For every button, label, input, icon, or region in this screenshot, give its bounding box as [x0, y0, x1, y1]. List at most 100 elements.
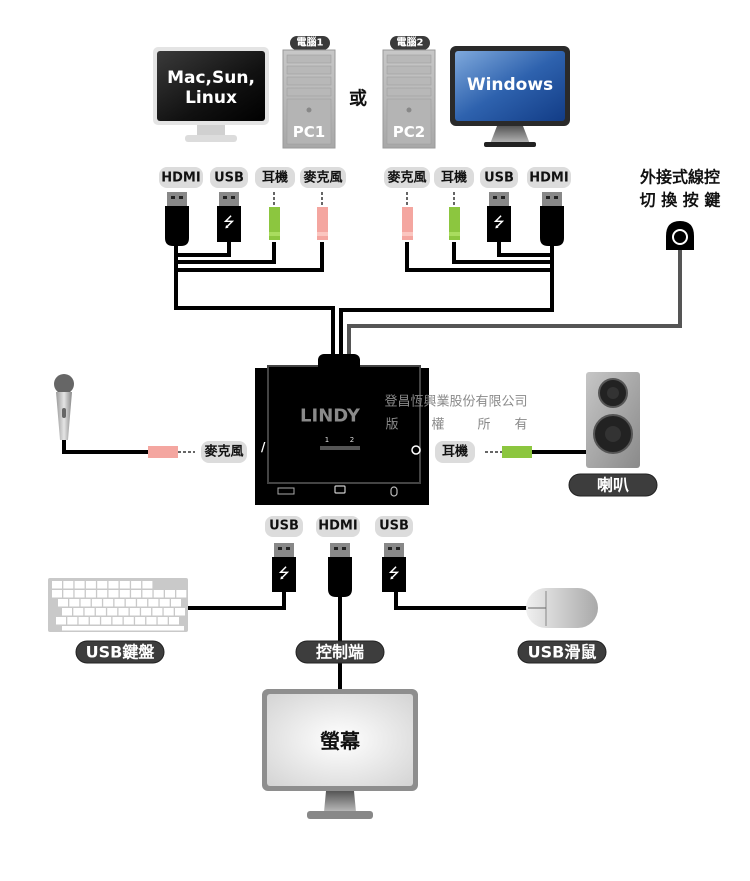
pc2-port-headphone: 耳機: [434, 167, 474, 188]
screen-label: 螢幕: [320, 729, 361, 753]
usb-connector-icon: ⭍: [382, 543, 406, 592]
hdmi-connector-icon: [540, 192, 564, 246]
keyboard-key: [131, 581, 142, 589]
pc1-port-labels: HDMI USB 耳機 麥克風: [159, 167, 346, 188]
keyboard-key: [56, 617, 66, 625]
external-switch: 外接式線控 切 換 按 鍵: [639, 168, 721, 250]
speaker-caption: 喇叭: [568, 473, 658, 497]
pc2-port-mic: 麥克風: [384, 167, 430, 188]
watermark-char: 版: [385, 418, 398, 433]
hdmi-connector-icon: [328, 543, 352, 597]
kvm-switch-device: LINDY 1 2 /: [252, 354, 432, 505]
pc2-badge: 電腦2: [397, 36, 424, 49]
keyboard-key: [119, 581, 130, 589]
usb-connector-icon: ⭍: [487, 192, 511, 242]
speaker-caption-text: 喇叭: [597, 476, 629, 495]
port-label: 耳機: [441, 170, 467, 186]
keyboard-key: [119, 590, 130, 598]
keyboard-key: [108, 581, 119, 589]
console-caption: 控制端: [295, 640, 385, 664]
keyboard-key: [135, 617, 146, 625]
watermark-char: 權: [431, 418, 444, 433]
keyboard-key: [63, 581, 74, 589]
keyboard-key: [52, 590, 62, 598]
port-label: 麥克風: [386, 170, 426, 186]
svg-text:⭍: ⭍: [388, 566, 400, 582]
mouse-cable: [394, 590, 528, 610]
mac-sun-linux-monitor: Mac,Sun, Linux: [153, 47, 269, 142]
keyboard-port-icon: [277, 487, 295, 495]
port-led-bar: [320, 446, 360, 450]
keyboard-key: [63, 590, 74, 598]
port-label: USB: [484, 171, 514, 186]
port-label: HDMI: [318, 519, 357, 534]
mouse-icon: [526, 588, 598, 628]
keyboard-key: [74, 590, 85, 598]
keyboard-key: [125, 599, 136, 607]
external-switch-cable: [347, 250, 682, 356]
keyboard-spacebar: [62, 626, 184, 631]
keyboard-key: [146, 617, 157, 625]
external-switch-line2: 切 換 按 鍵: [640, 191, 721, 210]
port-label: HDMI: [529, 171, 568, 186]
usb-connector-icon: ⭍: [217, 192, 241, 242]
or-text: 或: [349, 88, 367, 110]
keyboard-key: [141, 608, 152, 616]
keyboard-key: [176, 590, 187, 598]
mouse-caption-text: USB滑鼠: [528, 643, 597, 662]
keyboard-key: [58, 599, 68, 607]
keyboard-key: [78, 617, 89, 625]
mic-jack-icon: [317, 192, 328, 240]
kvm-headphone-port-label: 耳機: [435, 441, 475, 463]
keyboard-key: [95, 608, 106, 616]
keyboard-key: [137, 599, 148, 607]
keyboard-key: [159, 599, 170, 607]
keyboard-key: [148, 599, 159, 607]
keyboard-key: [131, 590, 142, 598]
headphone-plug-icon: [485, 446, 532, 458]
keyboard-key: [175, 608, 185, 616]
port-number-1: 1: [325, 436, 329, 444]
keyboard-caption: USB鍵盤: [75, 640, 165, 664]
pc1-cable-bundle: [174, 242, 335, 355]
pc2-tower: 電腦2 PC2: [382, 36, 436, 149]
keyboard-key: [67, 617, 78, 625]
keyboard-key: [69, 599, 80, 607]
mouse-caption: USB滑鼠: [517, 640, 607, 664]
pc1-case-label: PC1: [293, 123, 325, 141]
keyboard-key: [108, 590, 119, 598]
keyboard-key: [84, 608, 95, 616]
mic-port-icon: /: [261, 440, 266, 454]
pc1-port-mic: 麥克風: [300, 167, 346, 188]
console-port-hdmi: HDMI: [316, 516, 360, 537]
pc1-port-hdmi: HDMI: [159, 167, 203, 188]
keyboard-key: [52, 581, 62, 589]
keyboard-key: [169, 617, 179, 625]
keyboard-key: [103, 599, 114, 607]
mouse-port-icon: [390, 486, 398, 497]
console-monitor: 螢幕: [262, 689, 418, 819]
keyboard-key: [171, 599, 181, 607]
copyright-watermark: 登昌恆興業股份有限公司 版 權 所 有: [384, 394, 527, 433]
keyboard-key: [118, 608, 129, 616]
keyboard-key: [73, 608, 84, 616]
port-label: HDMI: [161, 171, 200, 186]
watermark-company: 登昌恆興業股份有限公司: [384, 394, 527, 410]
pc1-port-headphone: 耳機: [255, 167, 295, 188]
watermark-char: 所: [477, 418, 490, 433]
keyboard-key: [89, 617, 100, 625]
svg-text:⭍: ⭍: [493, 215, 505, 231]
hdmi-connector-icon: [165, 192, 189, 246]
monitor-port-icon: [334, 485, 346, 494]
pc2-port-usb: USB: [480, 167, 518, 188]
keyboard-key: [97, 581, 108, 589]
keyboard-key: [165, 590, 175, 598]
port-label: 麥克風: [203, 444, 243, 460]
keyboard-key: [157, 617, 168, 625]
keyboard-key: [74, 581, 85, 589]
watermark-char: 有: [514, 418, 527, 433]
windows-label: Windows: [467, 75, 553, 95]
svg-text:⭍: ⭍: [278, 566, 290, 582]
monitor-label-line1: Mac,Sun,: [167, 68, 255, 88]
port-label: 耳機: [442, 444, 468, 460]
